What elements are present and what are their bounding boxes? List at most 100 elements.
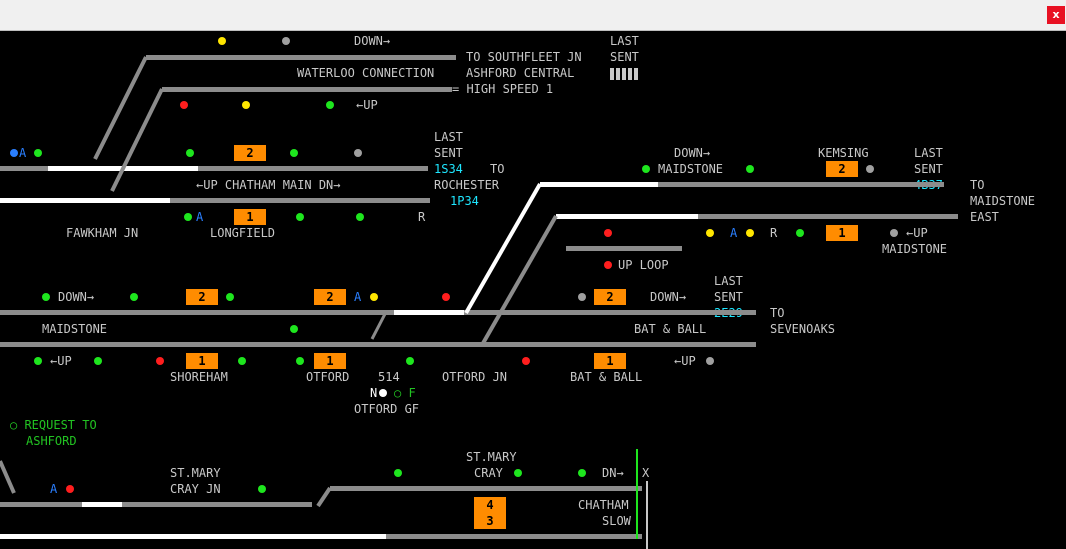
berth-box[interactable]: 2 <box>826 161 858 177</box>
signal-aspect-gray[interactable] <box>578 293 586 301</box>
label-sent-2: SENT <box>434 146 463 160</box>
label-last-4: LAST <box>714 274 743 288</box>
label-st-mary-2: ST.MARY <box>466 450 517 464</box>
signal-aspect-green[interactable] <box>290 325 298 333</box>
berth-box[interactable]: 2 <box>594 289 626 305</box>
signal-aspect-gray[interactable] <box>890 229 898 237</box>
signal-aspect-green[interactable] <box>238 357 246 365</box>
signal-aspect-red[interactable] <box>180 101 188 109</box>
label-514: 514 <box>378 370 400 384</box>
track-section <box>122 502 312 507</box>
signal-aspect-gray[interactable] <box>706 357 714 365</box>
berth-box[interactable]: 1 <box>826 225 858 241</box>
track-section <box>540 182 658 187</box>
signal-aspect-yellow[interactable] <box>370 293 378 301</box>
signal-aspect-blue[interactable] <box>10 149 18 157</box>
signal-aspect-red[interactable] <box>156 357 164 365</box>
signal-aspect-green[interactable] <box>578 469 586 477</box>
signal-aspect-yellow[interactable] <box>706 229 714 237</box>
berth-box[interactable]: 1 <box>314 353 346 369</box>
request-to-ashford-button[interactable]: ○ REQUEST TO <box>10 418 97 432</box>
boundary-marker <box>636 449 638 539</box>
label-sevenoaks: SEVENOAKS <box>770 322 836 336</box>
track-section <box>566 246 682 251</box>
description-1p34: 1P34 <box>450 194 479 208</box>
signal-aspect-gray[interactable] <box>282 37 290 45</box>
berth-box[interactable]: 1 <box>186 353 218 369</box>
label-sent-4: SENT <box>714 290 743 304</box>
label-hs1: = HIGH SPEED 1 <box>452 82 554 96</box>
label-sent: SENT <box>610 50 639 64</box>
signal-aspect-green[interactable] <box>130 293 138 301</box>
window-titlebar: x <box>0 0 1066 31</box>
signal-aspect-green[interactable] <box>184 213 192 221</box>
signal-aspect-red[interactable] <box>604 261 612 269</box>
signal-aspect-green[interactable] <box>296 357 304 365</box>
label-maidstone-l: MAIDSTONE <box>42 322 108 336</box>
signal-aspect-green[interactable] <box>746 165 754 173</box>
signal-aspect-green[interactable] <box>186 149 194 157</box>
label-dn: DN→ <box>602 466 624 480</box>
signal-aspect-red[interactable] <box>522 357 530 365</box>
label-cray: CRAY <box>474 466 503 480</box>
signal-aspect-green[interactable] <box>356 213 364 221</box>
label-ashford: ASHFORD <box>26 434 77 448</box>
signalling-panel: DOWN→ TO SOUTHFLEET JN LAST SENT WATERLO… <box>0 31 1066 549</box>
track-section <box>0 534 386 539</box>
label-a-5: A <box>50 482 58 496</box>
track-section <box>698 214 958 219</box>
signal-aspect-green[interactable] <box>642 165 650 173</box>
label-up-2: ←UP <box>906 226 928 240</box>
signal-aspect-green[interactable] <box>326 101 334 109</box>
signal-aspect-gray[interactable] <box>866 165 874 173</box>
signal-aspect-gray[interactable] <box>354 149 362 157</box>
label-bat-ball-2: BAT & BALL <box>570 370 643 384</box>
label-down-2: DOWN→ <box>58 290 95 304</box>
label-last: LAST <box>610 34 639 48</box>
signal-aspect-red[interactable] <box>442 293 450 301</box>
berth-box[interactable]: 1 <box>594 353 626 369</box>
track-section <box>0 198 170 203</box>
signal-aspect-red[interactable] <box>604 229 612 237</box>
label-chatham-main: ←UP CHATHAM MAIN DN→ <box>196 178 341 192</box>
label-down-3: DOWN→ <box>650 290 687 304</box>
signal-aspect-green[interactable] <box>34 357 42 365</box>
signal-aspect-green[interactable] <box>94 357 102 365</box>
berth-box[interactable]: 2 <box>314 289 346 305</box>
label-last-3: LAST <box>914 146 943 160</box>
signal-aspect-green[interactable] <box>406 357 414 365</box>
signal-aspect-green[interactable] <box>226 293 234 301</box>
signal-aspect-green[interactable] <box>296 213 304 221</box>
label-gf-f: ○ F <box>394 386 416 400</box>
signal-aspect-yellow[interactable] <box>242 101 250 109</box>
label-shoreham: SHOREHAM <box>170 370 228 384</box>
signal-aspect-red[interactable] <box>66 485 74 493</box>
label-otford-gf: OTFORD GF <box>354 402 420 416</box>
description-1s34: 1S34 <box>434 162 463 176</box>
signal-aspect-green[interactable] <box>514 469 522 477</box>
label-up-3: ←UP <box>50 354 72 368</box>
track-section <box>0 310 394 315</box>
signal-aspect-green[interactable] <box>34 149 42 157</box>
berth-box[interactable]: 3 <box>474 513 506 529</box>
label-to-southfleet: TO SOUTHFLEET JN <box>466 50 582 64</box>
signal-aspect-yellow[interactable] <box>746 229 754 237</box>
berth-box[interactable]: 2 <box>186 289 218 305</box>
label-east: EAST <box>970 210 999 224</box>
label-a-1: A <box>19 146 27 160</box>
signal-aspect-green[interactable] <box>796 229 804 237</box>
berth-box[interactable]: 1 <box>234 209 266 225</box>
label-fawkham: FAWKHAM JN <box>66 226 139 240</box>
signal-aspect-green[interactable] <box>394 469 402 477</box>
label-gf-n: N <box>370 386 378 400</box>
berth-box[interactable]: 2 <box>234 145 266 161</box>
label-to-3: TO <box>970 178 985 192</box>
signal-aspect-yellow[interactable] <box>218 37 226 45</box>
close-button[interactable]: x <box>1047 6 1065 24</box>
label-up-loop: UP LOOP <box>618 258 669 272</box>
label-a-2: A <box>196 210 204 224</box>
signal-aspect-green[interactable] <box>258 485 266 493</box>
signal-aspect-green[interactable] <box>42 293 50 301</box>
berth-box[interactable]: 4 <box>474 497 506 513</box>
signal-aspect-green[interactable] <box>290 149 298 157</box>
